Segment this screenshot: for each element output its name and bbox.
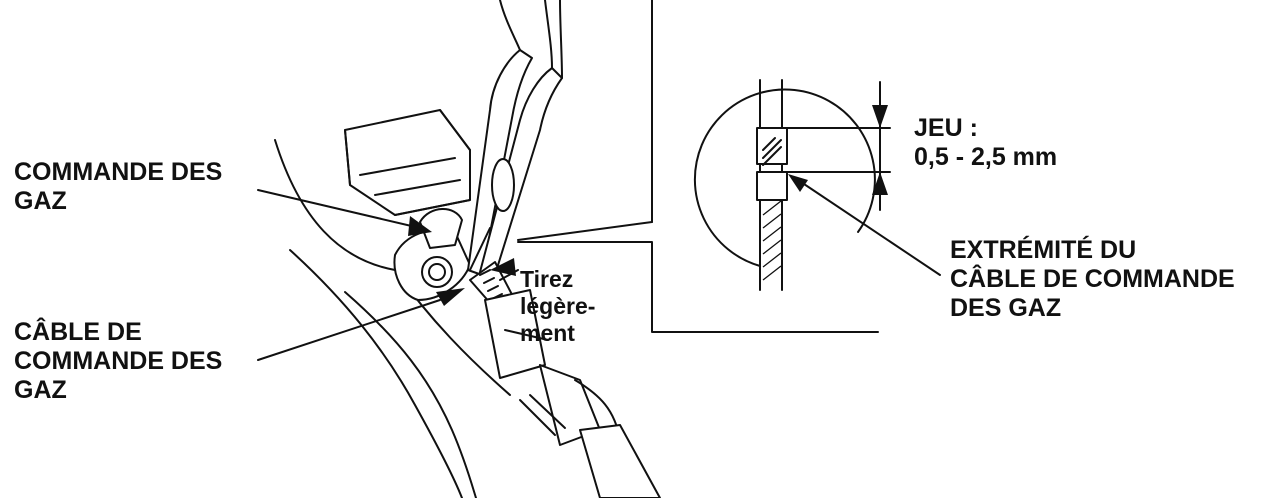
throttle-cable [469, 261, 661, 498]
label-line: JEU : [914, 114, 978, 142]
throttle-body [344, 109, 471, 216]
label-line: EXTRÉMITÉ DU [950, 236, 1137, 264]
throttle-lever [393, 208, 471, 301]
label-extremite-du-cable: EXTRÉMITÉ DU CÂBLE DE COMMANDE DES GAZ [950, 236, 1235, 323]
label-commande-des-gaz: COMMANDE DES GAZ [14, 158, 222, 216]
label-line: GAZ [14, 376, 67, 404]
label-cable-de-commande: CÂBLE DE COMMANDE DES GAZ [14, 318, 222, 405]
label-line: CÂBLE DE [14, 318, 142, 346]
label-line: GAZ [14, 187, 67, 215]
label-line: DES GAZ [950, 294, 1062, 322]
label-line: COMMANDE DES [14, 158, 223, 186]
label-line: ment [520, 320, 575, 346]
label-tirez-legerement: Tirez légère- ment [520, 266, 595, 347]
leader-lines [257, 174, 941, 361]
pliers [467, 0, 563, 279]
label-line: Tirez [520, 266, 574, 292]
label-line: CÂBLE DE COMMANDE [950, 265, 1235, 293]
detail-magnifier [693, 79, 891, 291]
callout-lines [517, 0, 879, 333]
label-line: légère- [520, 293, 596, 319]
label-line: 0,5 - 2,5 mm [914, 143, 1058, 171]
label-jeu: JEU : 0,5 - 2,5 mm [914, 114, 1057, 172]
label-line: COMMANDE DES [14, 347, 223, 375]
